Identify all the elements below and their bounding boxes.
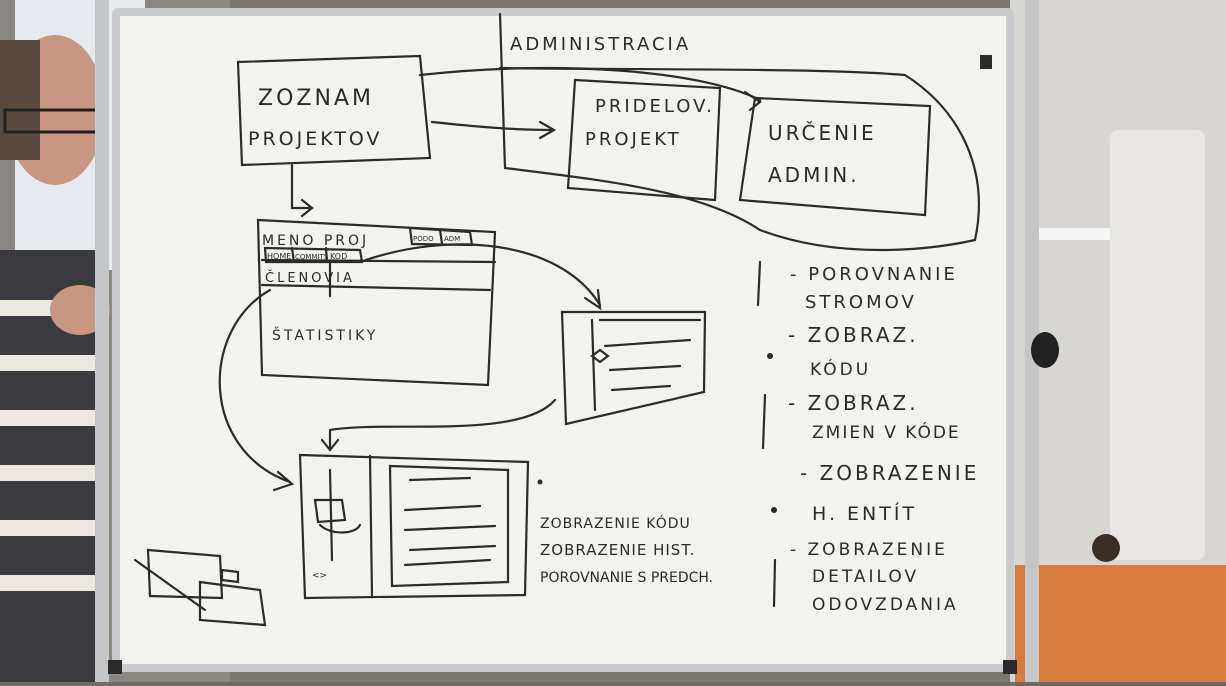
handwriting: ADMINISTRACIA ZOZNAM PROJEKTOV PRIDELOV.… [248, 34, 979, 615]
project-page-title: MENO PROJ [262, 233, 369, 249]
define-box-line-1: URČENIE [768, 121, 877, 145]
code-symbol: <> [312, 571, 327, 581]
project-row-0: ČLENOVIA [265, 270, 355, 286]
stand-leg-left [95, 0, 109, 682]
top-tab-1: ADM [444, 235, 460, 243]
person-head-distant [1092, 534, 1120, 562]
feature-0-line-0: - POROVNANIE [790, 264, 958, 285]
stand-knob [1031, 332, 1059, 368]
feature-4-line-0: - ZOBRAZENIE [790, 540, 948, 560]
list-box-line-1: ZOZNAM [258, 86, 374, 111]
feature-2-line-0: - ZOBRAZ. [788, 391, 919, 415]
feature-3-line-1: H. ENTÍT [812, 502, 917, 525]
frame-corner-tr [980, 55, 992, 69]
feature-3-line-0: - ZOBRAZENIE [800, 461, 979, 485]
list-box-line-2: PROJEKTOV [248, 128, 382, 150]
code-note-2: POROVNANIE S PREDCH. [540, 570, 713, 586]
nav-tab-0: HOME [267, 252, 291, 261]
code-note-1: ZOBRAZENIE HIST. [540, 541, 695, 559]
feature-0-line-1: STROMOV [805, 292, 917, 313]
admin-area-label: ADMINISTRACIA [510, 34, 691, 55]
assign-box-line-2: PROJEKT [585, 129, 682, 150]
feature-1-line-0: - ZOBRAZ. [788, 323, 919, 347]
top-tab-0: PODO [413, 235, 434, 243]
feature-4-line-1: DETAILOV [812, 567, 919, 587]
feature-2-line-1: ZMIEN V KÓDE [812, 421, 961, 443]
feature-1-line-1: KÓDU [810, 358, 871, 380]
bullet-dots [537, 353, 777, 513]
person-left [0, 35, 110, 682]
nav-tab-1: COMMITS [295, 253, 329, 261]
frame-corner-br [1003, 660, 1017, 674]
ceiling-light [1030, 228, 1110, 240]
code-note-0: ZOBRAZENIE KÓDU [540, 514, 691, 532]
diagram-lines [133, 12, 980, 627]
desk-partition [1015, 565, 1226, 682]
define-box-line-2: ADMIN. [768, 163, 860, 187]
nav-tab-2: KOD [330, 252, 347, 261]
frame-corner-bl [108, 660, 122, 674]
feature-4-line-2: ODOVZDANIA [812, 595, 959, 615]
assign-box-line-1: PRIDELOV. [595, 96, 715, 117]
project-row-1: ŠTATISTIKY [272, 326, 378, 344]
column [1110, 130, 1205, 560]
stand-leg-right [1025, 0, 1039, 682]
